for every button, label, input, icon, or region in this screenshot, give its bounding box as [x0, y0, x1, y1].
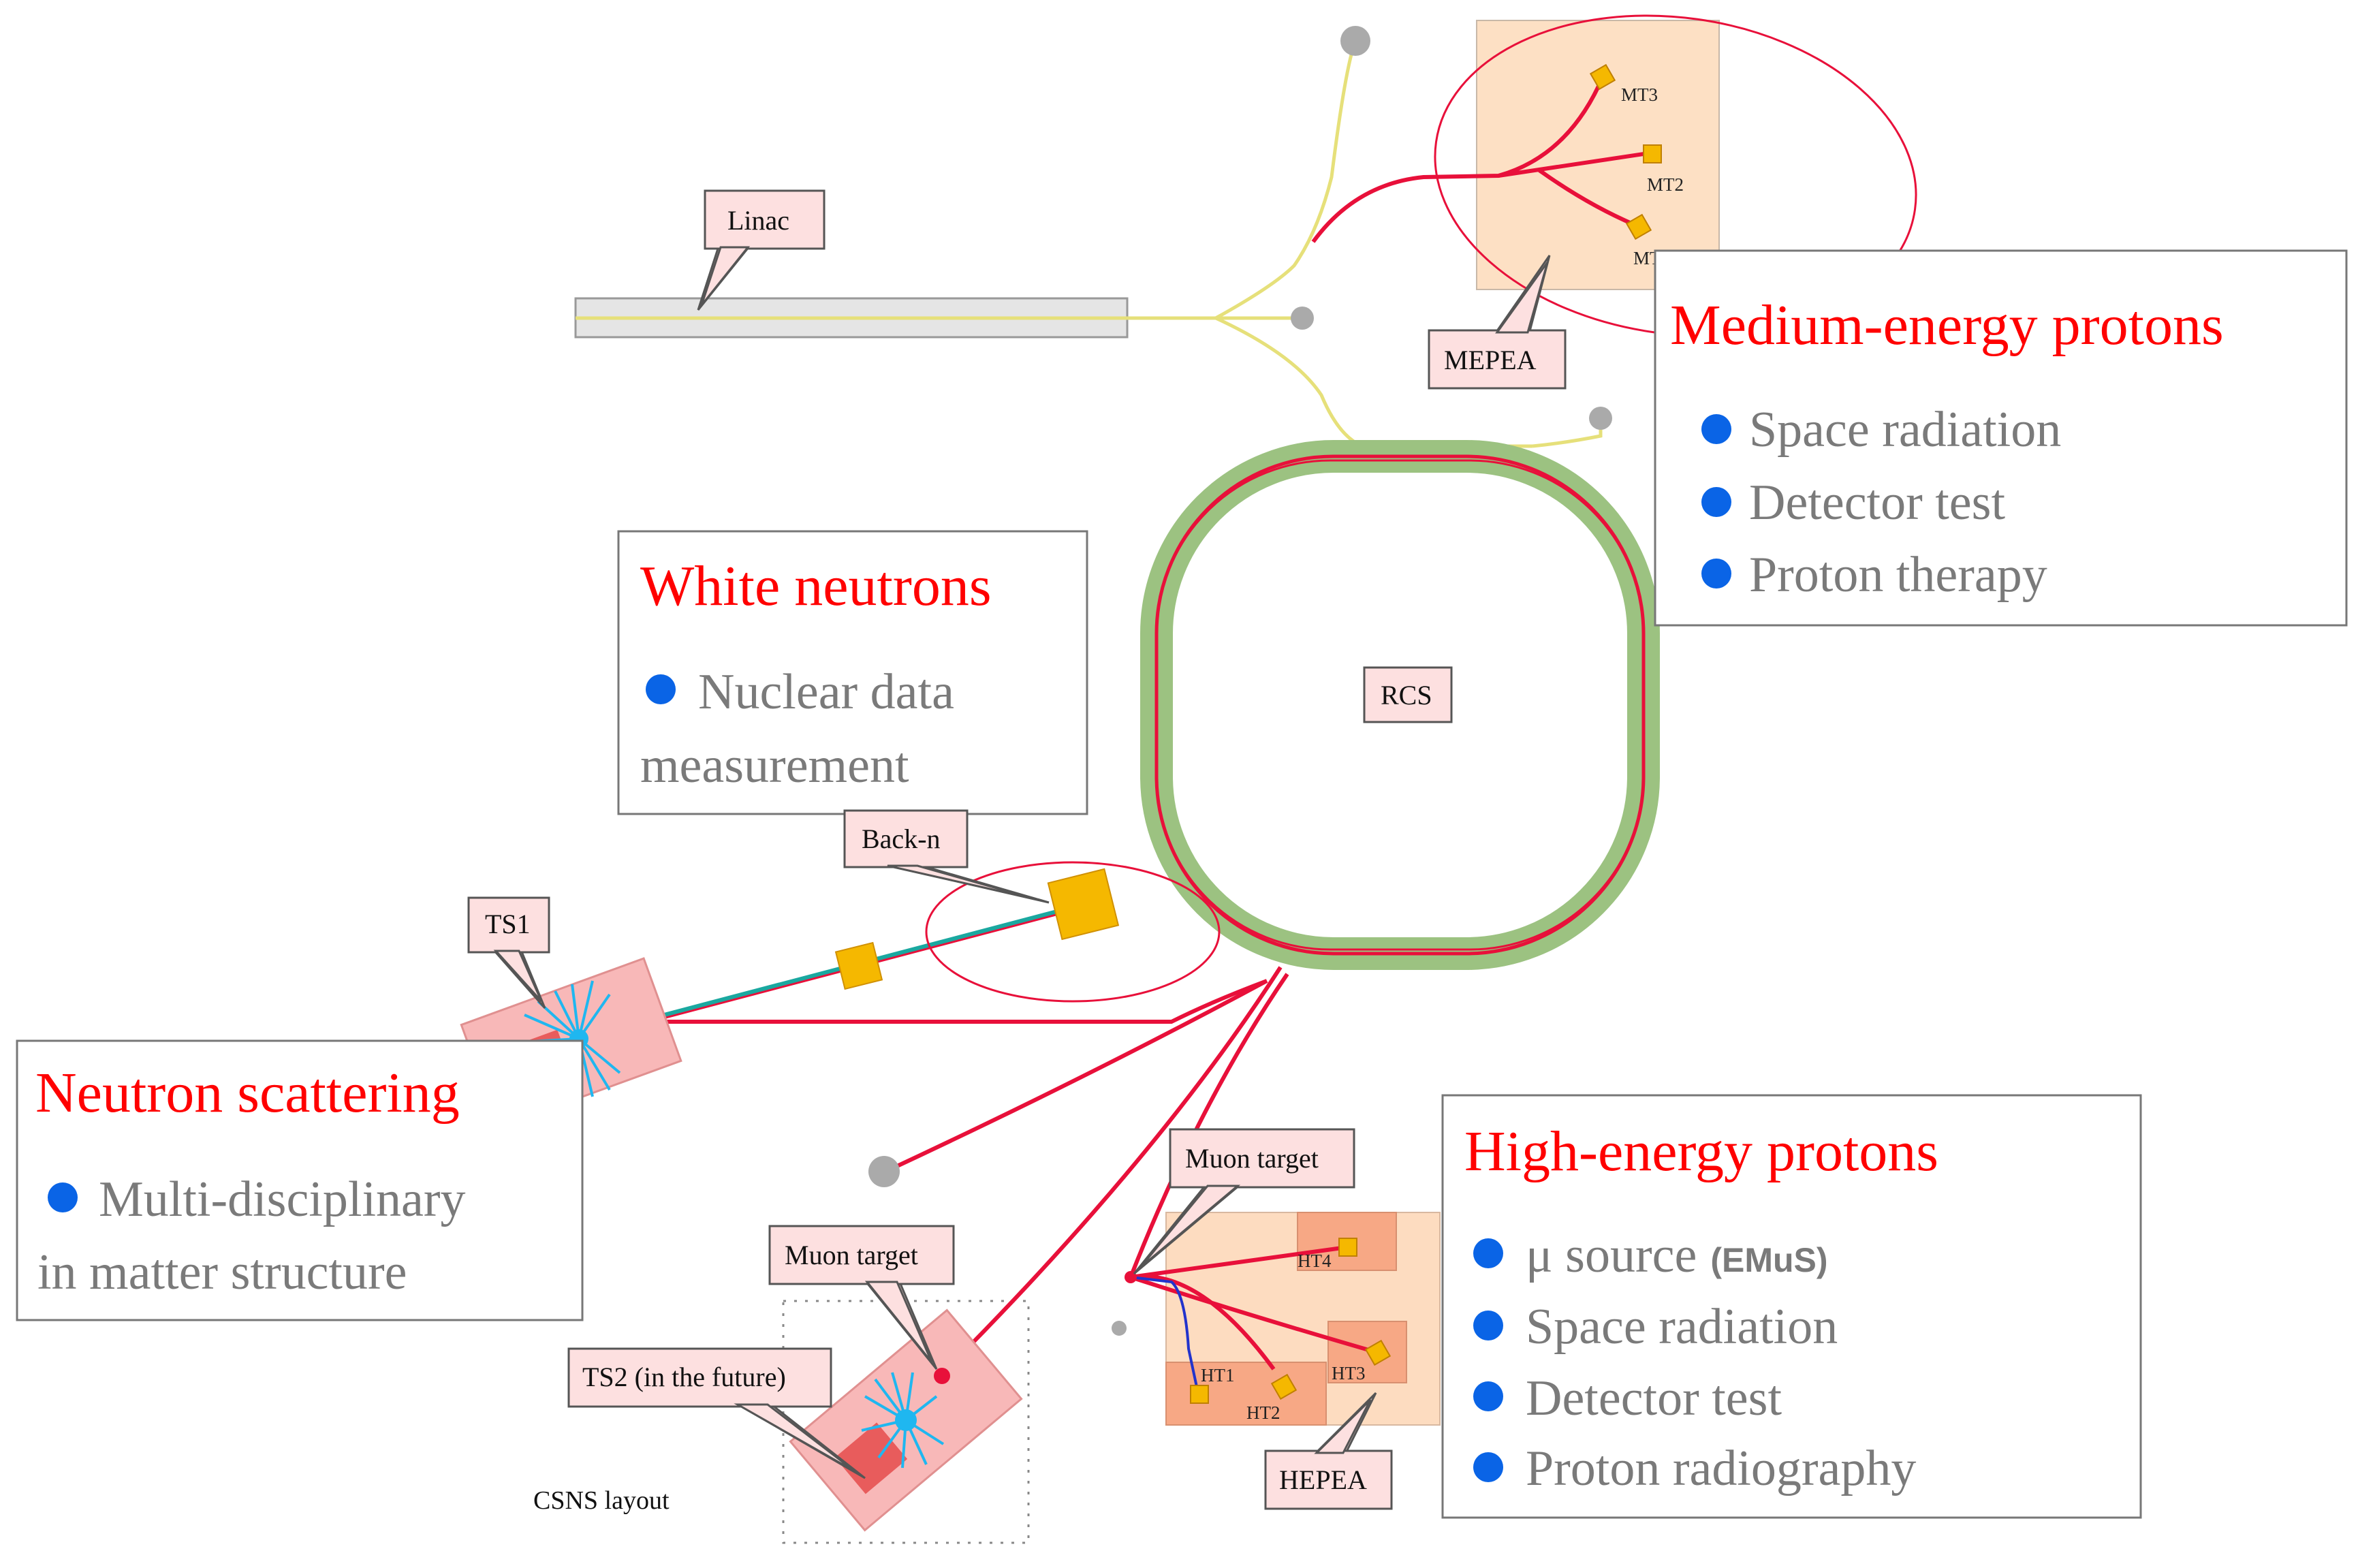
medium-energy-beamline [1311, 80, 1649, 243]
white-neutrons-title: White neutrons [640, 554, 992, 618]
back-n-highlight [925, 861, 1221, 1003]
mt2-target [1643, 144, 1662, 163]
bullet-icon [1701, 559, 1731, 589]
rcs-beam-inner [1155, 459, 1645, 951]
rcs-label: RCS [1381, 680, 1432, 710]
bullet-icon [1473, 1238, 1503, 1268]
high-energy-panel: High-energy protons μ source(EMuS) Space… [1441, 1094, 2142, 1519]
back-n-station-1 [834, 941, 883, 990]
bullet-icon [48, 1182, 78, 1212]
bullet-icon [646, 674, 676, 704]
extraction-beamlines [654, 966, 1377, 1378]
muon-target-left-callout: Muon target [768, 1225, 955, 1370]
mepea-label: MEPEA [1444, 345, 1537, 375]
emus-label: (EMuS) [1710, 1241, 1827, 1279]
linac-transport-lines [576, 40, 1603, 448]
neutron-item-1: Multi-disciplinary [99, 1172, 466, 1227]
ht3-label: HT3 [1332, 1363, 1366, 1383]
ts2-label: TS2 (in the future) [582, 1362, 786, 1392]
medium-energy-panel: Medium-energy protons Space radiation De… [1654, 249, 2348, 627]
ts2-target-core [895, 1409, 917, 1431]
back-n-station-2 [1047, 868, 1120, 941]
high-item-2: Space radiation [1526, 1299, 1838, 1355]
muon-target-right-callout: Muon target [1133, 1128, 1355, 1275]
layout-caption: CSNS layout [533, 1486, 670, 1515]
neutron-item-2: in matter structure [37, 1244, 407, 1300]
mt1-target [1625, 213, 1652, 240]
beam-dump-4 [868, 1156, 900, 1187]
beam-dump-1 [1340, 26, 1370, 56]
hepea-callout: HEPEA [1264, 1392, 1393, 1510]
bullet-icon [1701, 414, 1731, 444]
mt3-label: MT3 [1621, 84, 1658, 105]
ht1-branch [1130, 1276, 1200, 1397]
ts1-callout: TS1 [467, 896, 550, 1009]
high-item-1: μ source(EMuS) [1526, 1227, 1828, 1283]
bullet-icon [1473, 1311, 1503, 1340]
ht3-target [1364, 1339, 1392, 1366]
medium-item-2: Detector test [1749, 475, 2005, 531]
mepea-callout: MEPEA [1428, 255, 1567, 390]
muon-target-right-point [1125, 1271, 1137, 1283]
ht4-label: HT4 [1298, 1251, 1332, 1271]
ht2-label: HT2 [1246, 1402, 1280, 1423]
ts2-muon-target-point [934, 1368, 950, 1384]
ts2-callout: TS2 (in the future) [567, 1347, 866, 1479]
ts1-label: TS1 [485, 909, 531, 939]
ht1-label: HT1 [1201, 1365, 1235, 1385]
high-item-4: Proton radiography [1526, 1441, 1916, 1496]
bullet-icon [1473, 1452, 1503, 1482]
ht4-target [1338, 1238, 1357, 1257]
linac-label: Linac [727, 205, 789, 236]
mepea-area [1476, 20, 1720, 290]
white-item-2: measurement [640, 738, 909, 794]
high-energy-title: High-energy protons [1464, 1120, 1938, 1183]
beam-dump-5 [1112, 1321, 1127, 1336]
medium-energy-title: Medium-energy protons [1670, 294, 2224, 357]
linac-callout: Linac [697, 189, 826, 311]
medium-item-1: Space radiation [1749, 402, 2061, 458]
ht2-target [1270, 1373, 1298, 1400]
mepea-highlight [1434, 14, 1917, 337]
muon-target-right-label: Muon target [1185, 1143, 1319, 1174]
muon-target-left-label: Muon target [785, 1240, 918, 1270]
high-item-3: Detector test [1526, 1370, 1782, 1426]
mt2-label: MT2 [1647, 174, 1684, 195]
white-item-1: Nuclear data [698, 664, 954, 720]
medium-item-3: Proton therapy [1749, 547, 2047, 603]
rcs-callout: RCS [1363, 666, 1453, 723]
bullet-icon [1473, 1381, 1503, 1411]
ht1-target [1190, 1385, 1209, 1404]
neutron-scattering-panel: Neutron scattering Multi-disciplinary in… [16, 1039, 584, 1321]
white-neutrons-panel: White neutrons Nuclear data measurement [617, 530, 1088, 815]
neutron-scattering-title: Neutron scattering [35, 1061, 460, 1125]
bullet-icon [1701, 487, 1731, 517]
beam-dump-2 [1291, 307, 1314, 330]
mt3-target [1589, 63, 1616, 91]
hepea-label: HEPEA [1279, 1464, 1367, 1495]
back-n-callout: Back-n [843, 809, 1050, 904]
beam-dump-3 [1589, 407, 1612, 430]
back-n-label: Back-n [862, 824, 941, 854]
